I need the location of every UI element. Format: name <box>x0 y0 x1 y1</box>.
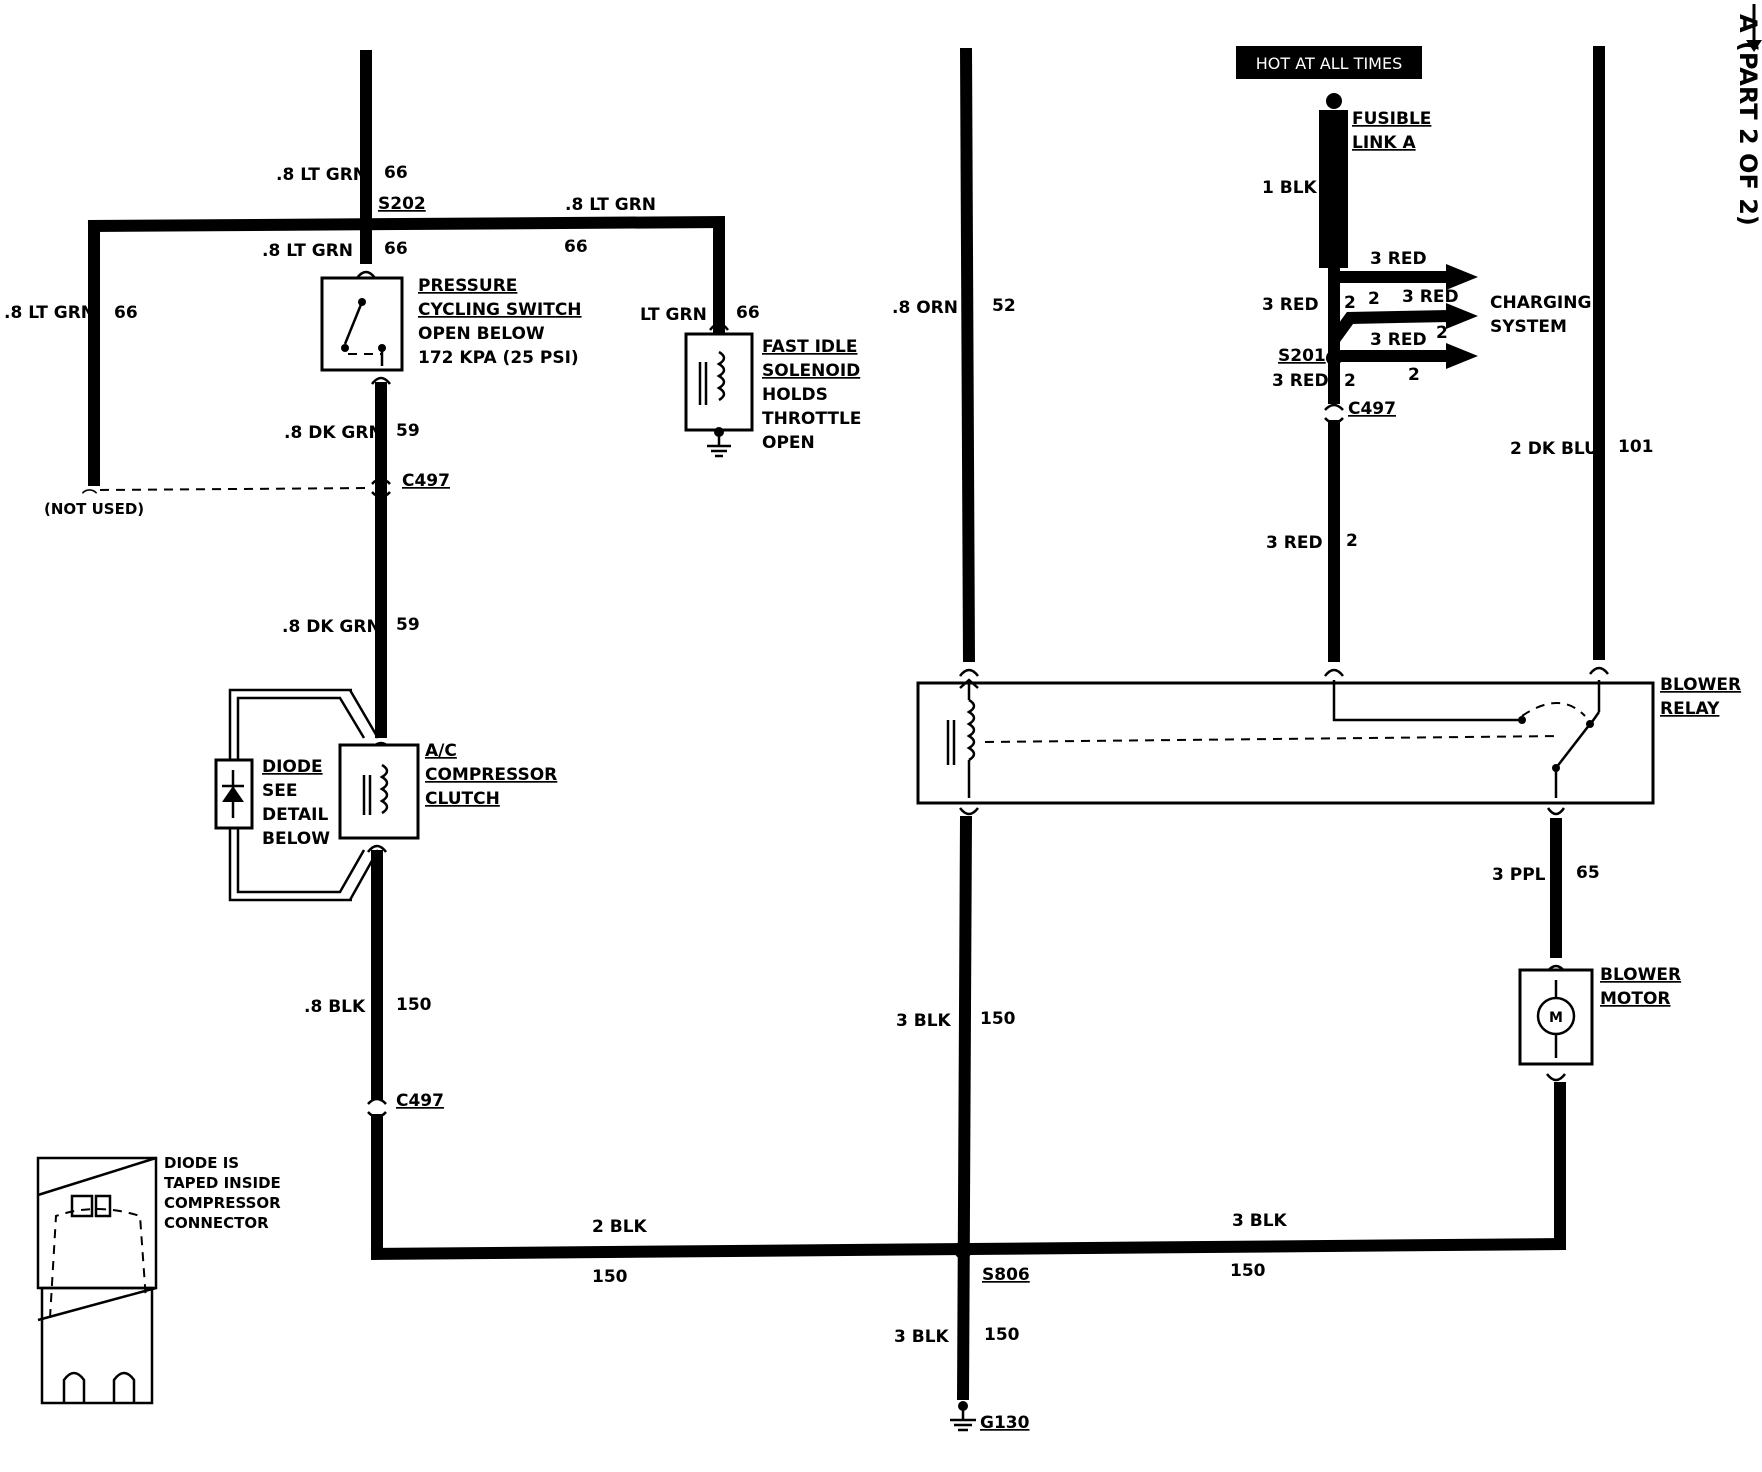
label-66-left: 66 <box>114 303 138 323</box>
label-open: OPEN <box>762 433 815 453</box>
label-throttle: THROTTLE <box>762 409 861 429</box>
label-3-red-arrow-1: 3 RED <box>1370 249 1427 269</box>
label-3-blk-bus: 3 BLK <box>1232 1211 1288 1231</box>
label-compressor-detail: COMPRESSOR <box>164 1194 281 1212</box>
label-101: 101 <box>1618 437 1654 457</box>
label-2-d: 2 <box>1408 365 1420 385</box>
label-66-solenoid: 66 <box>736 303 760 323</box>
label-s806: S806 <box>982 1265 1030 1285</box>
label-52: 52 <box>992 296 1016 316</box>
splice-s806 <box>954 1241 972 1259</box>
diode-detail-drawing <box>36 1156 158 1405</box>
label-150-bus-right: 150 <box>1230 1261 1266 1281</box>
label-detail: DETAIL <box>262 805 328 825</box>
label-66-switch: 66 <box>384 239 408 259</box>
label-c497-right: C497 <box>1348 399 1396 419</box>
label-fast-idle: FAST IDLE <box>762 337 857 357</box>
wire-66-horizontal <box>87 216 726 232</box>
label-59-1: 59 <box>396 421 420 441</box>
label-3-red-lower: 3 RED <box>1266 533 1323 553</box>
label-150-bus-left: 150 <box>592 1267 628 1287</box>
label-150-left: 150 <box>396 995 432 1015</box>
label-cycling-switch: CYCLING SWITCH <box>418 300 582 320</box>
label-3-red-arrow-3: 3 RED <box>1370 330 1427 350</box>
label-see: SEE <box>262 781 297 801</box>
label-2-a: 2 <box>1344 293 1356 313</box>
label-kpa: 172 KPA (25 PSI) <box>418 348 579 368</box>
label-3-blk-center: 3 BLK <box>896 1011 952 1031</box>
label-3-red-left-2: 3 RED <box>1272 371 1329 391</box>
label-1-blk: 1 BLK <box>1262 178 1318 198</box>
wire-52 <box>960 47 975 663</box>
label-diode-is: DIODE IS <box>164 1154 239 1172</box>
label-ac: A/C <box>425 741 457 761</box>
label-taped-inside: TAPED INSIDE <box>164 1174 281 1192</box>
label-2-c: 2 <box>1436 323 1448 343</box>
label-3-red-left-1: 3 RED <box>1262 295 1319 315</box>
fast-idle-solenoid <box>684 332 754 432</box>
label-lt-grn-solenoid: LT GRN <box>640 305 707 325</box>
label-66-right: 66 <box>564 237 588 257</box>
label-66-top: 66 <box>384 163 408 183</box>
label-2-b: 2 <box>1368 289 1380 309</box>
label-compressor: COMPRESSOR <box>425 765 557 785</box>
label-link-a: LINK A <box>1352 133 1416 153</box>
label-charging: CHARGING <box>1490 293 1591 313</box>
label-fusible: FUSIBLE <box>1352 109 1431 129</box>
label-not-used: (NOT USED) <box>44 500 144 518</box>
label-2-e: 2 <box>1344 371 1356 391</box>
label-below: BELOW <box>262 829 330 849</box>
label-3-ppl: 3 PPL <box>1492 865 1546 885</box>
label-2-lower: 2 <box>1346 531 1358 551</box>
label-150-ground: 150 <box>984 1325 1020 1345</box>
label-g130: G130 <box>980 1413 1030 1433</box>
label-lt-grn-right: .8 LT GRN <box>565 195 656 215</box>
label-holds: HOLDS <box>762 385 828 405</box>
motor-symbol: M <box>1549 1010 1563 1026</box>
blower-relay <box>916 681 1655 805</box>
label-solenoid: SOLENOID <box>762 361 860 381</box>
label-lt-grn-switch: .8 LT GRN <box>262 241 353 261</box>
label-2-dk-blu: 2 DK BLU <box>1510 439 1598 459</box>
hot-at-all-times-banner <box>1236 46 1422 79</box>
fusible-link-a <box>1319 110 1348 268</box>
label-150-center: 150 <box>980 1009 1016 1029</box>
label-blower-relay-2: RELAY <box>1660 699 1720 719</box>
label-59-2: 59 <box>396 615 420 635</box>
label-lt-grn-top: .8 LT GRN <box>276 165 367 185</box>
label-lt-grn-left: .8 LT GRN <box>4 303 95 323</box>
label-s201: S201 <box>1278 346 1326 366</box>
label-blower-motor-1: BLOWER <box>1600 965 1681 985</box>
label-orn-8: .8 ORN <box>892 298 958 318</box>
pressure-cycling-switch <box>320 276 404 372</box>
svg-text:⌒: ⌒ <box>82 488 97 506</box>
hot-at-all-times-label: HOT AT ALL TIMES <box>1256 54 1402 73</box>
label-dk-grn-1: .8 DK GRN <box>284 423 383 443</box>
label-diode: DIODE <box>262 757 323 777</box>
label-open-below: OPEN BELOW <box>418 324 545 344</box>
label-c497-bottom: C497 <box>396 1091 444 1111</box>
label-system: SYSTEM <box>1490 317 1567 337</box>
side-reference-label: A (PART 2 OF 2) <box>1734 14 1762 226</box>
label-blower-motor-2: MOTOR <box>1600 989 1671 1009</box>
label-dk-grn-2: .8 DK GRN <box>282 617 381 637</box>
label-clutch: CLUTCH <box>425 789 500 809</box>
label-3-red-arrow-2: 3 RED <box>1402 287 1459 307</box>
label-3-blk-ground: 3 BLK <box>894 1327 950 1347</box>
label-blower-relay-1: BLOWER <box>1660 675 1741 695</box>
label-blk-8: .8 BLK <box>304 997 366 1017</box>
label-2-blk: 2 BLK <box>592 1217 648 1237</box>
label-c497-left: C497 <box>402 471 450 491</box>
label-65: 65 <box>1576 863 1600 883</box>
label-pressure: PRESSURE <box>418 276 517 296</box>
label-s202: S202 <box>378 194 426 214</box>
label-connector: CONNECTOR <box>164 1214 269 1232</box>
ac-compressor-clutch <box>338 743 420 840</box>
wire-150-center <box>957 815 972 1401</box>
